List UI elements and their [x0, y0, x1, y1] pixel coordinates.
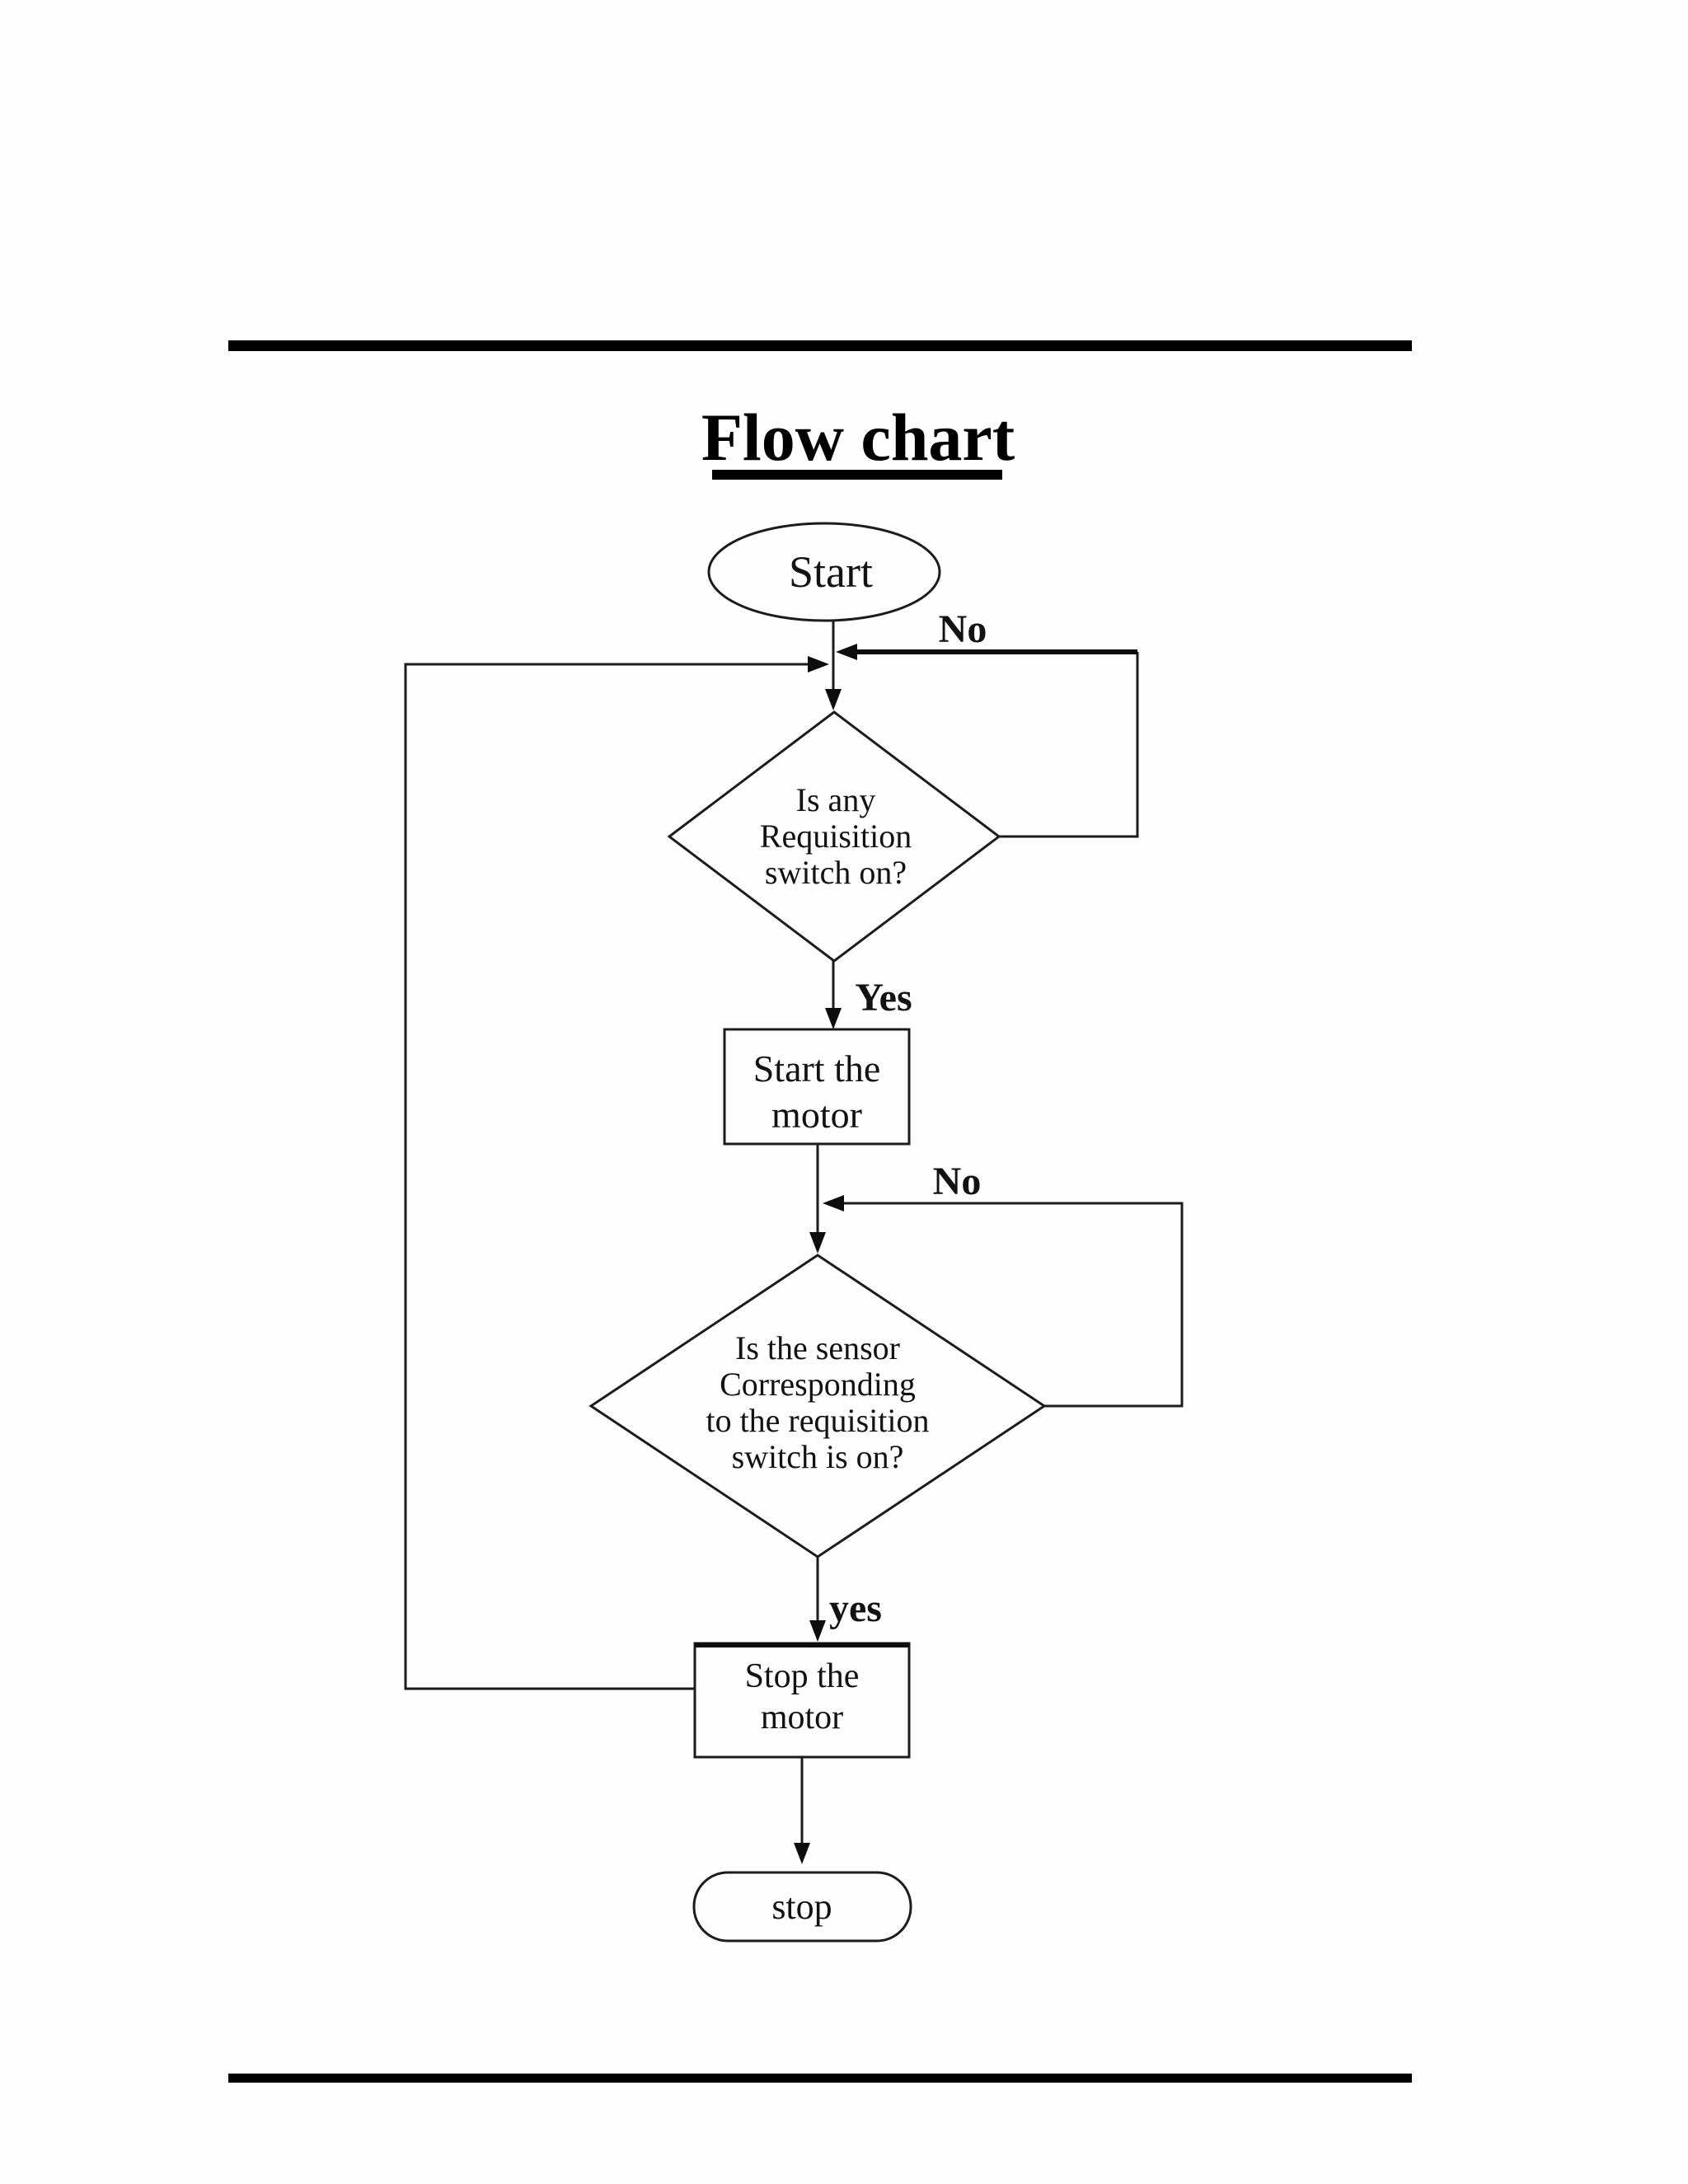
decision-sensor-line2: Corresponding: [720, 1366, 916, 1403]
stop-loop-return-wire: [404, 663, 809, 1690]
decision-requisition-line1: Is any: [796, 781, 876, 818]
arrowhead-into-process2: [809, 1620, 826, 1642]
arrowhead-stop-loop: [808, 656, 829, 673]
process-stop-motor-shape: [693, 1642, 911, 1759]
yes-label-2: yes: [829, 1586, 882, 1630]
decision-requisition-line3: switch on?: [765, 854, 907, 891]
page-title: Flow chart: [701, 400, 1015, 475]
no-loop1-side-wire: [999, 652, 1139, 838]
start-terminator-label: Start: [789, 547, 873, 597]
yes-label-1: Yes: [855, 976, 912, 1019]
decision-sensor-line4: switch is on?: [732, 1438, 904, 1475]
arrowhead-into-process1: [825, 1008, 842, 1029]
process-stop-motor-line2: motor: [761, 1699, 843, 1736]
decision-sensor-line1: Is the sensor: [735, 1329, 900, 1366]
no-label-2: No: [933, 1160, 982, 1203]
no-loop2-wire: [842, 1202, 1184, 1408]
stop-terminator-shape: [692, 1871, 912, 1943]
decision-requisition-line2: Requisition: [760, 818, 912, 855]
bottom-rule: [228, 2074, 1412, 2083]
process-start-motor-line1: Start the: [753, 1047, 881, 1090]
page-title-underline: [712, 470, 1002, 480]
process-stop-motor-line1: Stop the: [745, 1657, 860, 1695]
arrowhead-into-stop: [794, 1843, 810, 1864]
top-rule: [228, 340, 1412, 351]
arrowhead-no-loop1: [836, 644, 857, 660]
start-terminator-shape: [707, 522, 941, 622]
stop-terminator-label: stop: [771, 1886, 832, 1927]
arrowhead-no-loop2: [823, 1195, 844, 1212]
no-label-1: No: [939, 607, 987, 651]
arrowhead-into-decision1: [825, 689, 842, 710]
arrowhead-into-decision2: [809, 1232, 826, 1254]
decision-sensor-line3: to the requisition: [706, 1402, 929, 1439]
process-start-motor-line2: motor: [771, 1094, 862, 1136]
